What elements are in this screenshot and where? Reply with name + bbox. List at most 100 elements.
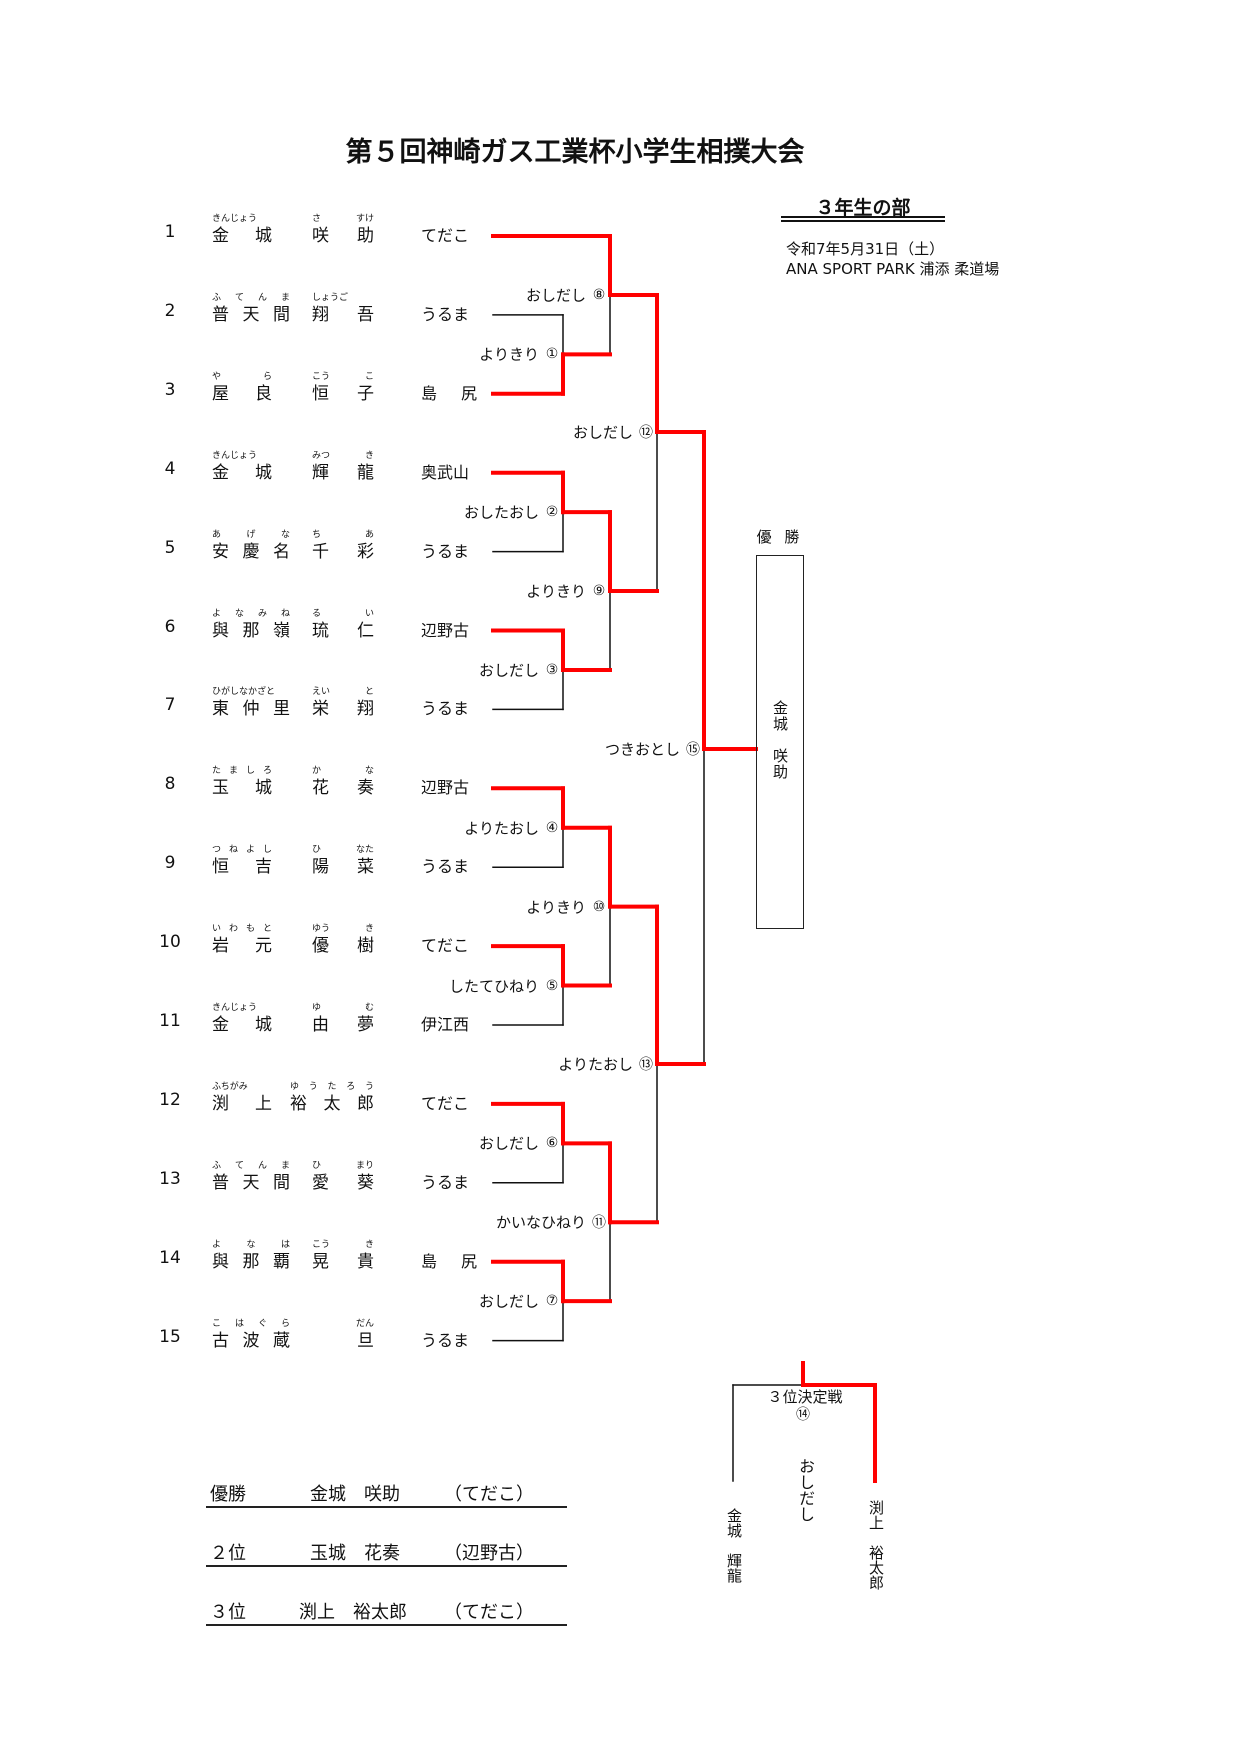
name-char: 安	[212, 541, 229, 562]
club-name: うるま	[421, 1172, 470, 1192]
result-rank: ３位	[210, 1602, 246, 1623]
champion-name: 金城 咲助	[771, 700, 789, 780]
furigana-char: きんじょう	[212, 214, 258, 224]
furigana-char: あ	[364, 529, 374, 540]
third-place-title: ３位決定戦	[767, 1388, 843, 1406]
furigana-char: こ	[212, 1318, 222, 1329]
winning-technique: よりたおし	[464, 819, 539, 838]
club-char: 尻	[460, 1251, 477, 1271]
furigana: ひまり	[312, 1161, 374, 1172]
furigana: ふてんま	[212, 1161, 290, 1172]
name-char: 優	[312, 936, 329, 957]
furigana: ゆうき	[312, 924, 374, 935]
furigana-char: な	[246, 1239, 256, 1250]
entry-number: 6	[164, 616, 176, 637]
furigana-char: て	[234, 1160, 244, 1171]
furigana-char: う	[308, 1081, 318, 1092]
furigana: しょうご	[312, 293, 374, 304]
furigana-char: い	[364, 608, 374, 619]
winning-technique: おしたおし	[463, 503, 539, 522]
name-char: 屋	[212, 383, 229, 404]
furigana-char: た	[212, 766, 222, 777]
name-chars: 普天間	[212, 1172, 290, 1194]
furigana: よなは	[212, 1240, 290, 1251]
furigana-char: こう	[312, 1239, 331, 1250]
furigana-char: よ	[212, 608, 222, 619]
club-name: 伊江西	[421, 1015, 470, 1034]
furigana-char: う	[364, 1081, 374, 1092]
name-chars: 東仲里	[212, 698, 290, 720]
name-char: 慶	[242, 541, 260, 562]
name-chars: 恒子	[312, 383, 374, 405]
furigana-char: き	[364, 450, 374, 461]
name-char: 普	[212, 1172, 229, 1193]
match-number: ⑪	[592, 1215, 606, 1232]
name-chars: 金城	[212, 225, 272, 247]
furigana: あげな	[212, 530, 290, 541]
name-char: 由	[312, 1015, 329, 1035]
name-char: 城	[255, 778, 272, 799]
surname: いわもと岩元	[212, 924, 272, 964]
club-name: 島尻	[421, 380, 477, 404]
name-char: 古	[212, 1330, 229, 1351]
club-char: 島	[421, 383, 438, 403]
furigana: ちあ	[312, 530, 374, 541]
division-underline	[781, 216, 945, 218]
furigana-char: えい	[312, 687, 331, 698]
name-char: 裕	[290, 1093, 307, 1114]
name-char: 吾	[357, 304, 374, 325]
name-char: 助	[357, 226, 374, 246]
furigana-char: ゆ	[290, 1081, 300, 1092]
club-name: 辺野古	[421, 620, 470, 640]
name-char: 太	[323, 1093, 341, 1114]
given-name: だん旦	[312, 1319, 374, 1359]
furigana-char: こう	[312, 371, 331, 382]
winning-technique: かいなひねり	[495, 1213, 586, 1232]
club-name: うるま	[421, 1330, 470, 1350]
match-number: ⑥	[545, 1135, 559, 1152]
name-chars: 優樹	[312, 935, 374, 957]
name-chars: 渕上	[212, 1093, 272, 1115]
result-name: 金城 咲助	[310, 1484, 400, 1505]
furigana-char: きんじょう	[212, 450, 258, 461]
club-name: 島尻	[421, 1248, 477, 1272]
furigana-char: ひ	[312, 1160, 322, 1171]
furigana: きんじょう	[212, 451, 272, 462]
furigana-char: ね	[280, 608, 290, 619]
name-char: 吉	[255, 857, 272, 878]
club-char: 尻	[460, 383, 477, 403]
furigana-char: ひ	[312, 845, 322, 856]
given-name: こうこ恒子	[312, 372, 374, 412]
given-name: かな花奏	[312, 766, 374, 806]
division-underline	[781, 220, 945, 222]
club-char: 島	[421, 1251, 438, 1271]
given-name: ゆむ由夢	[312, 1003, 374, 1043]
name-char: 旦	[357, 1330, 374, 1351]
surname: つねよし恒吉	[212, 845, 272, 885]
furigana: こうき	[312, 1240, 374, 1251]
given-name: こうき晃貴	[312, 1240, 374, 1280]
third-place-left-name: 金城 輝龍	[725, 1508, 743, 1583]
name-char: 那	[242, 620, 260, 641]
name-chars: 由夢	[312, 1014, 374, 1036]
name-char: 蔵	[273, 1330, 290, 1351]
furigana-char: ま	[280, 292, 290, 303]
surname: ふてんま普天間	[212, 293, 290, 333]
entry-number: 2	[164, 300, 176, 321]
furigana-char: ひがしなかざと	[212, 687, 276, 698]
furigana-char: る	[312, 608, 322, 619]
name-char: 天	[242, 1172, 260, 1193]
furigana-char: ろ	[346, 1081, 356, 1092]
name-char: 覇	[273, 1251, 290, 1272]
entry-number: 11	[159, 1011, 181, 1031]
furigana-char: み	[257, 608, 267, 619]
name-char: 愛	[312, 1172, 329, 1193]
surname: あげな安慶名	[212, 530, 290, 570]
entry-number: 15	[159, 1326, 181, 1347]
result-row: ２位 玉城 花奏 （辺野古）	[206, 1537, 567, 1567]
furigana-char: あ	[212, 529, 222, 540]
